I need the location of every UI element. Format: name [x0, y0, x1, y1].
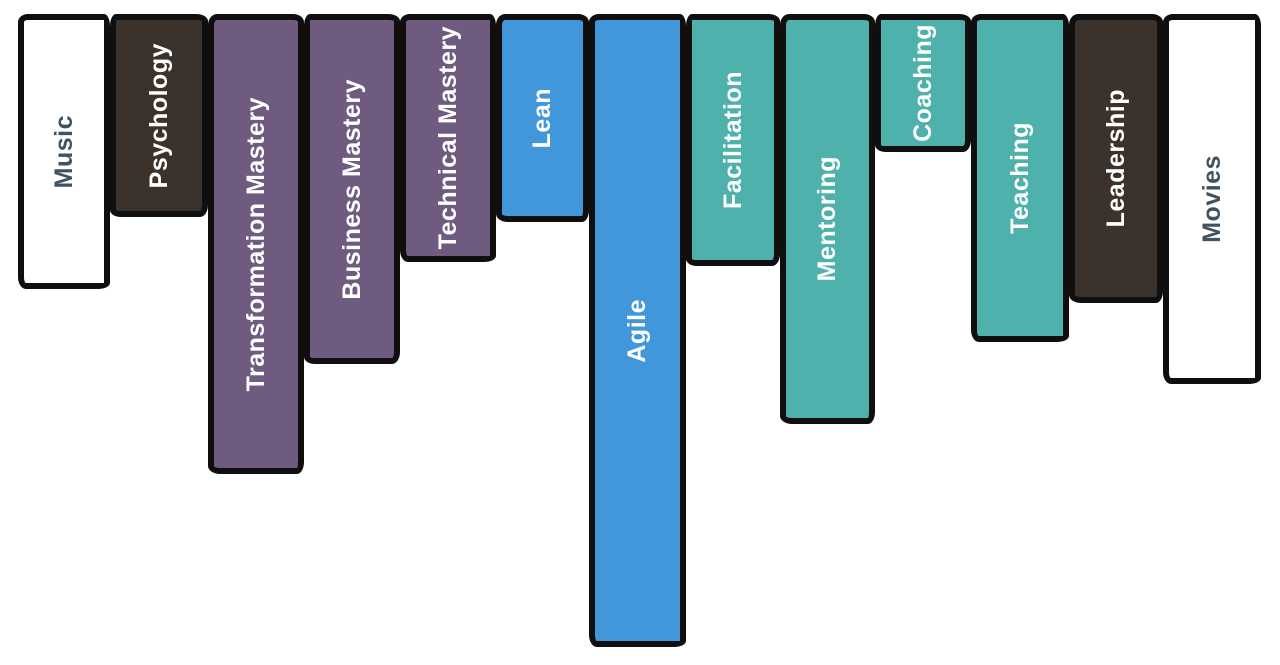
bar-label-music: Music	[49, 114, 78, 189]
bar-facilitation: Facilitation	[686, 14, 780, 266]
bar-psychology: Psychology	[110, 14, 208, 217]
bar-label-teaching: Teaching	[1005, 122, 1034, 234]
bar-label-psychology: Psychology	[144, 42, 173, 189]
bar-label-leadership: Leadership	[1101, 89, 1130, 228]
bar-label-coaching: Coaching	[908, 24, 937, 142]
bar-technical-mastery: Technical Mastery	[400, 14, 496, 262]
bar-teaching: Teaching	[971, 14, 1069, 342]
bar-label-business-mastery: Business Mastery	[337, 78, 366, 300]
bar-label-lean: Lean	[528, 87, 556, 149]
bar-label-movies: Movies	[1197, 155, 1226, 243]
bar-label-technical-mastery: Technical Mastery	[433, 26, 462, 250]
bar-label-transformation-mastery: Transformation Mastery	[241, 96, 270, 392]
bar-label-facilitation: Facilitation	[718, 71, 747, 209]
bar-label-agile: Agile	[623, 298, 651, 363]
bar-movies: Movies	[1163, 14, 1261, 384]
bar-label-mentoring: Mentoring	[813, 156, 841, 282]
bar-business-mastery: Business Mastery	[304, 14, 400, 364]
bar-agile: Agile	[589, 14, 686, 647]
bar-music: Music	[18, 14, 110, 289]
bar-transformation-mastery: Transformation Mastery	[208, 14, 304, 474]
bar-coaching: Coaching	[875, 14, 971, 152]
bar-mentoring: Mentoring	[780, 14, 875, 424]
bar-leadership: Leadership	[1069, 14, 1163, 303]
bar-lean: Lean	[496, 14, 589, 222]
